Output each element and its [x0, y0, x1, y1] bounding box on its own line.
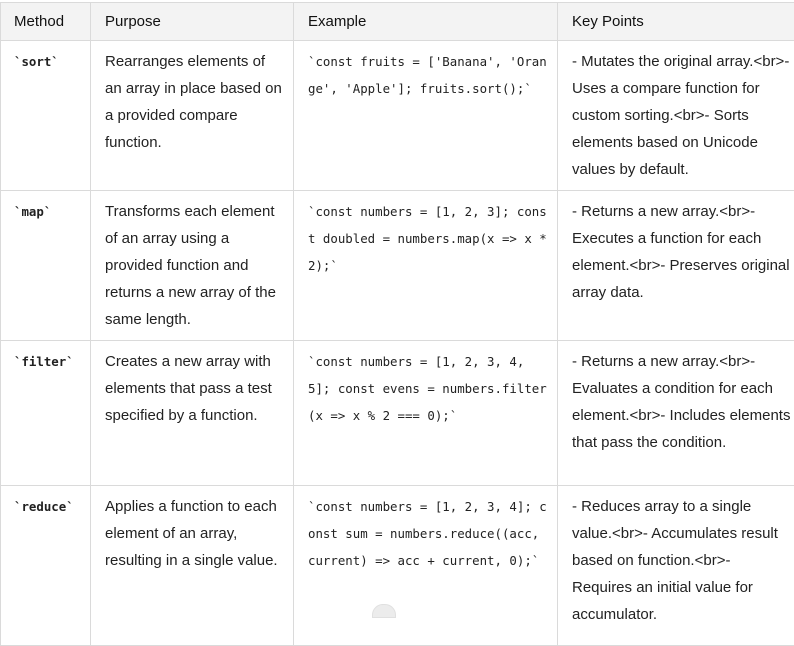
header-method: Method	[1, 3, 91, 41]
table-row: `reduce` Applies a function to each elem…	[1, 486, 794, 646]
method-cell: `reduce`	[1, 486, 91, 646]
example-cell: `const numbers = [1, 2, 3, 4, 5]; const …	[294, 341, 558, 486]
purpose-cell: Rearranges elements of an array in place…	[91, 41, 294, 191]
table-row: `map` Transforms each element of an arra…	[1, 191, 794, 341]
method-cell: `filter`	[1, 341, 91, 486]
header-purpose: Purpose	[91, 3, 294, 41]
key-points-cell: - Reduces array to a single value.<br>- …	[558, 486, 794, 646]
header-key-points: Key Points	[558, 3, 794, 41]
example-code: `const numbers = [1, 2, 3, 4, 5]; const …	[308, 354, 547, 423]
key-points-cell: - Returns a new array.<br>- Evaluates a …	[558, 341, 794, 486]
example-cell: `const fruits = ['Banana', 'Orange', 'Ap…	[294, 41, 558, 191]
example-code: `const fruits = ['Banana', 'Orange', 'Ap…	[308, 54, 547, 96]
method-name: `filter`	[14, 354, 74, 369]
example-cell: `const numbers = [1, 2, 3, 4]; const sum…	[294, 486, 558, 646]
header-example: Example	[294, 3, 558, 41]
purpose-cell: Creates a new array with elements that p…	[91, 341, 294, 486]
method-cell: `sort`	[1, 41, 91, 191]
method-name: `reduce`	[14, 499, 74, 514]
example-cell: `const numbers = [1, 2, 3]; const double…	[294, 191, 558, 341]
table-row: `filter` Creates a new array with elemen…	[1, 341, 794, 486]
method-cell: `map`	[1, 191, 91, 341]
example-code: `const numbers = [1, 2, 3]; const double…	[308, 204, 547, 273]
table-row: `sort` Rearranges elements of an array i…	[1, 41, 794, 191]
method-name: `sort`	[14, 54, 59, 69]
key-points-cell: - Mutates the original array.<br>- Uses …	[558, 41, 794, 191]
purpose-cell: Applies a function to each element of an…	[91, 486, 294, 646]
method-name: `map`	[14, 204, 51, 219]
example-code: `const numbers = [1, 2, 3, 4]; const sum…	[308, 499, 547, 568]
purpose-cell: Transforms each element of an array usin…	[91, 191, 294, 341]
scroll-down-button[interactable]	[372, 604, 396, 618]
table-header-row: Method Purpose Example Key Points	[1, 3, 794, 41]
key-points-cell: - Returns a new array.<br>- Executes a f…	[558, 191, 794, 341]
